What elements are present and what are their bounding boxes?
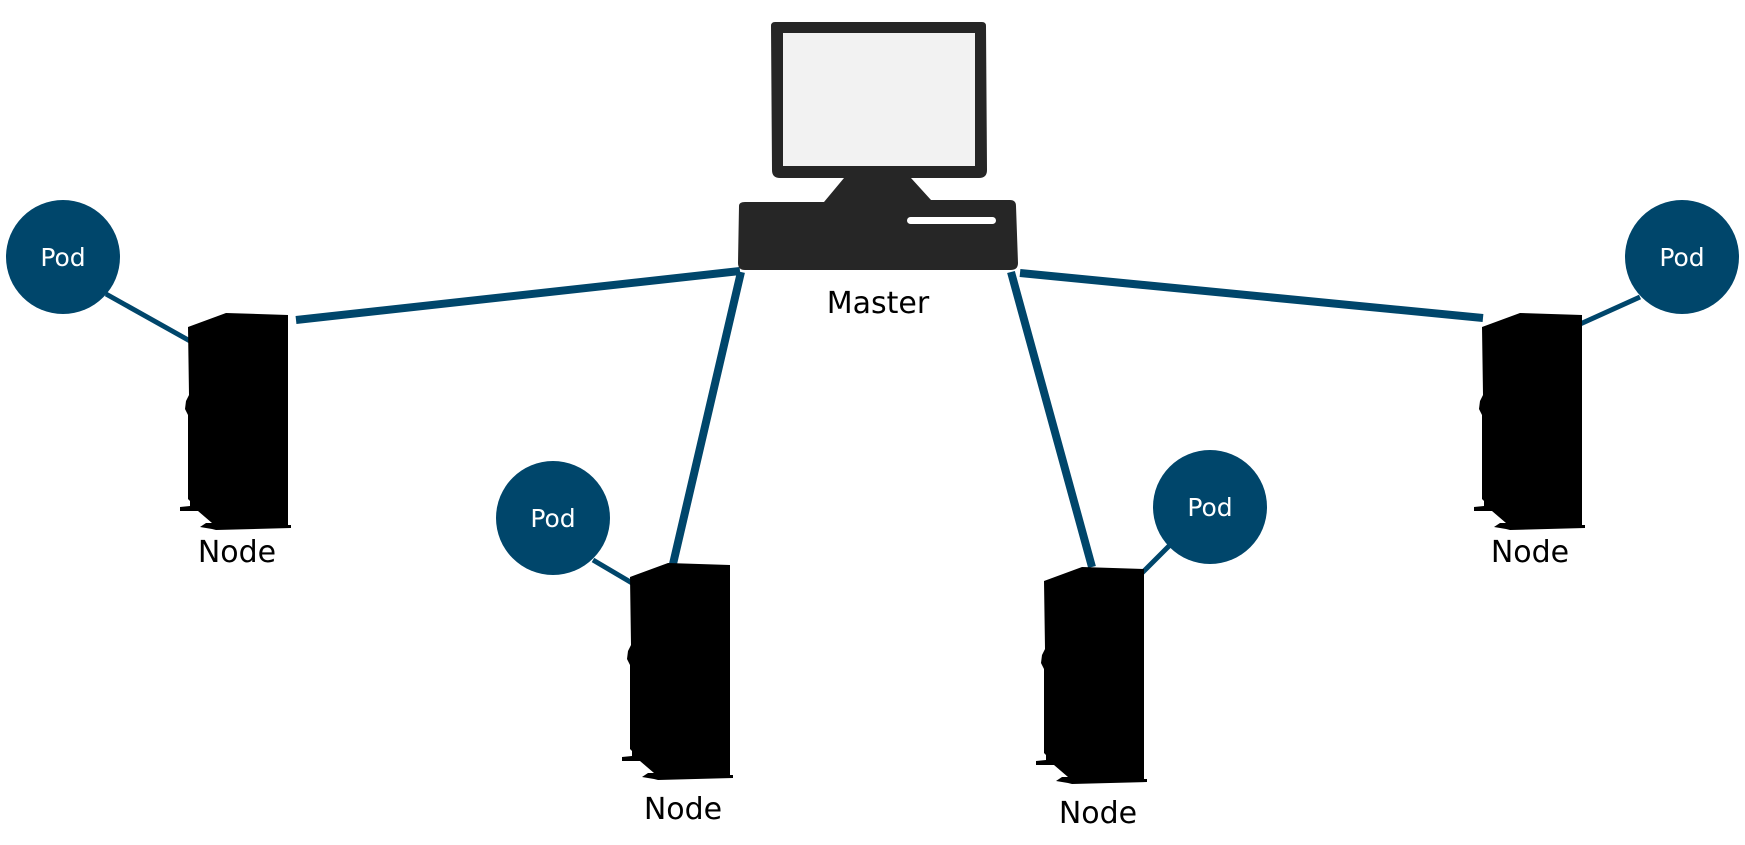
pod-4: Pod xyxy=(1625,200,1739,314)
pod-label: Pod xyxy=(40,243,85,272)
connector-master-node-2 xyxy=(669,271,745,565)
server-icon xyxy=(180,313,291,530)
node-4: Node Pod xyxy=(1474,200,1739,570)
server-icon xyxy=(1474,313,1585,530)
pod-3: Pod xyxy=(1153,450,1267,564)
node-label: Node xyxy=(198,535,276,570)
master-label: Master xyxy=(827,286,930,321)
connector-pod-node-4 xyxy=(1576,294,1642,328)
server-icon xyxy=(622,563,733,780)
node-3: Node Pod xyxy=(1036,450,1267,831)
monitor-icon xyxy=(738,22,1018,270)
connector-master-node-3 xyxy=(1007,270,1096,569)
connector-master-node-1 xyxy=(295,267,741,324)
node-label: Node xyxy=(1491,535,1569,570)
pod-1: Pod xyxy=(6,200,120,314)
connector-pod-node-1 xyxy=(104,291,192,344)
connector-pod-node-2 xyxy=(591,557,634,586)
pod-connectors xyxy=(104,291,1642,586)
pod-label: Pod xyxy=(1659,243,1704,272)
node-label: Node xyxy=(1059,796,1137,831)
node-label: Node xyxy=(644,792,722,827)
master-computer: Master xyxy=(738,22,1018,321)
connector-master-node-4 xyxy=(1019,269,1484,322)
node-1: Node Pod xyxy=(6,200,291,570)
connector-pod-node-3 xyxy=(1138,543,1172,577)
pod-label: Pod xyxy=(530,504,575,533)
pod-2: Pod xyxy=(496,461,610,575)
master-connectors xyxy=(295,267,1484,569)
node-2: Node Pod xyxy=(496,461,733,827)
pod-label: Pod xyxy=(1187,493,1232,522)
server-icon xyxy=(1036,567,1147,784)
